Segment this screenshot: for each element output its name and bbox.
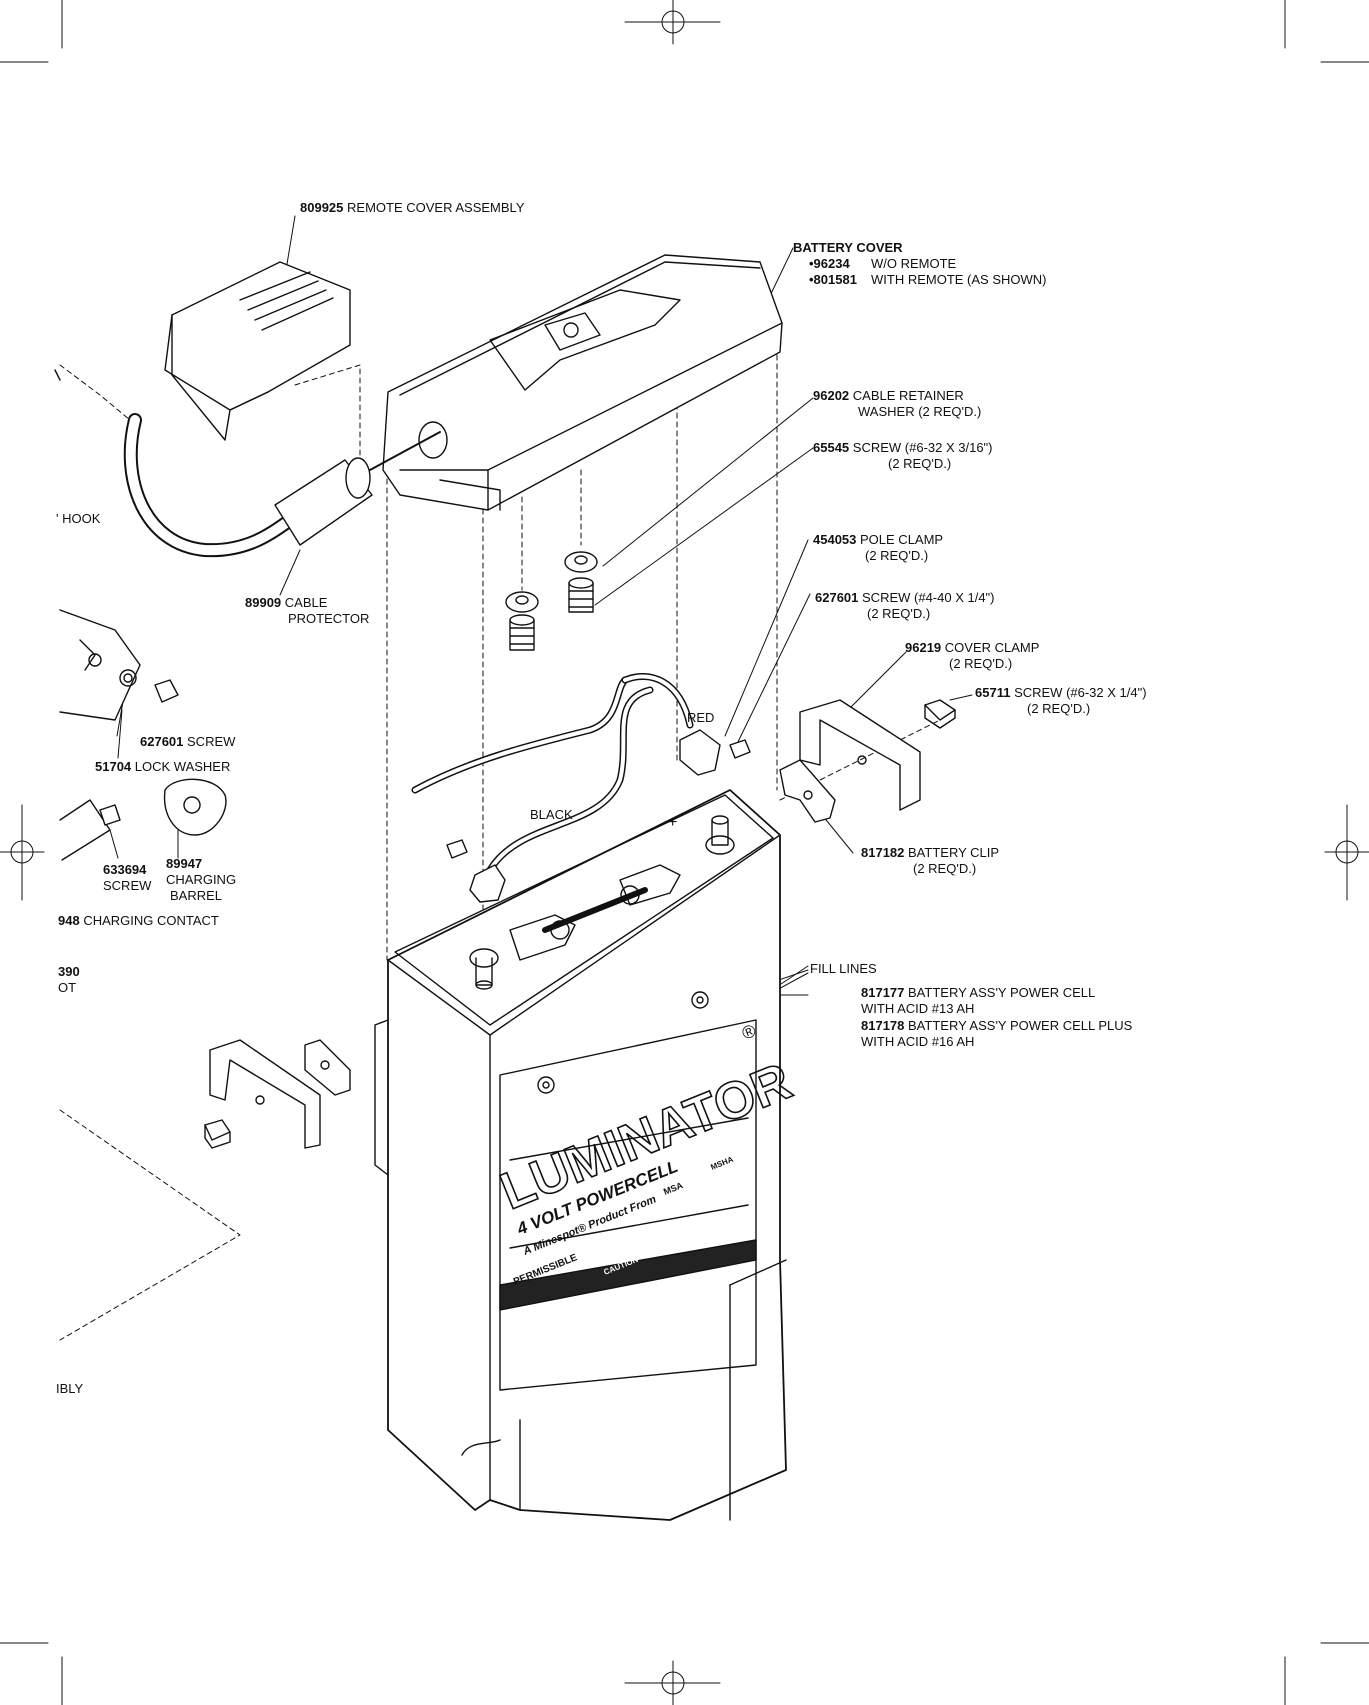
label-cable-protector: 89909 CABLE PROTECTOR [245, 595, 370, 626]
battery-wires [411, 673, 751, 903]
cable-protector [123, 413, 441, 558]
battery-body [374, 789, 787, 1521]
label-battery-16ah: 817178 BATTERY ASS'Y POWER CELL PLUS WIT… [861, 1018, 1133, 1049]
label-battery-13ah: 817177 BATTERY ASS'Y POWER CELL WITH ACI… [861, 985, 1096, 1016]
label-cover-clamp: 96219 COVER CLAMP (2 REQ'D.) [905, 640, 1040, 671]
label-pole-clamp: 454053 POLE CLAMP (2 REQ'D.) [813, 532, 944, 563]
battery-clip [779, 759, 836, 823]
left-partial-parts [54, 369, 227, 861]
label-screw-65711: 65711 SCREW (#6-32 X 1/4") (2 REQ'D.) [975, 685, 1147, 716]
label-remote-cover: 809925 REMOTE COVER ASSEMBLY [300, 200, 525, 215]
label-charging-contact: 948 CHARGING CONTACT [58, 913, 219, 928]
label-red-wire: RED [687, 710, 715, 725]
label-hook: ' HOOK [56, 511, 101, 526]
cover-clamp [799, 699, 956, 811]
label-assembly-partial: IBLY [56, 1381, 84, 1396]
remote-cover-assembly [164, 261, 351, 441]
battery-cover [382, 254, 783, 511]
label-fill-lines: FILL LINES [810, 961, 877, 976]
label-black-wire: BLACK [530, 807, 573, 822]
label-partial-390: 390 OT [58, 964, 80, 995]
label-screw-65545: 65545 SCREW (#6-32 X 3/16") (2 REQ'D.) [813, 440, 993, 471]
label-battery-clip: 817182 BATTERY CLIP (2 REQ'D.) [861, 845, 1000, 876]
label-screw-left: 627601 SCREW [140, 734, 236, 749]
left-clamp-parts [204, 1039, 351, 1149]
label-cable-retainer: 96202 CABLE RETAINER WASHER (2 REQ'D.) [813, 388, 982, 419]
label-screw-633694: 633694 SCREW [103, 862, 152, 893]
label-lock-washer: 51704 LOCK WASHER [95, 759, 231, 774]
label-charging-barrel: 89947 CHARGING BARREL [166, 856, 237, 903]
retainer-washers-and-screws [505, 551, 598, 651]
terminal-mark: + [668, 814, 677, 831]
label-screw-627601: 627601 SCREW (#4-40 X 1/4") (2 REQ'D.) [815, 590, 995, 621]
